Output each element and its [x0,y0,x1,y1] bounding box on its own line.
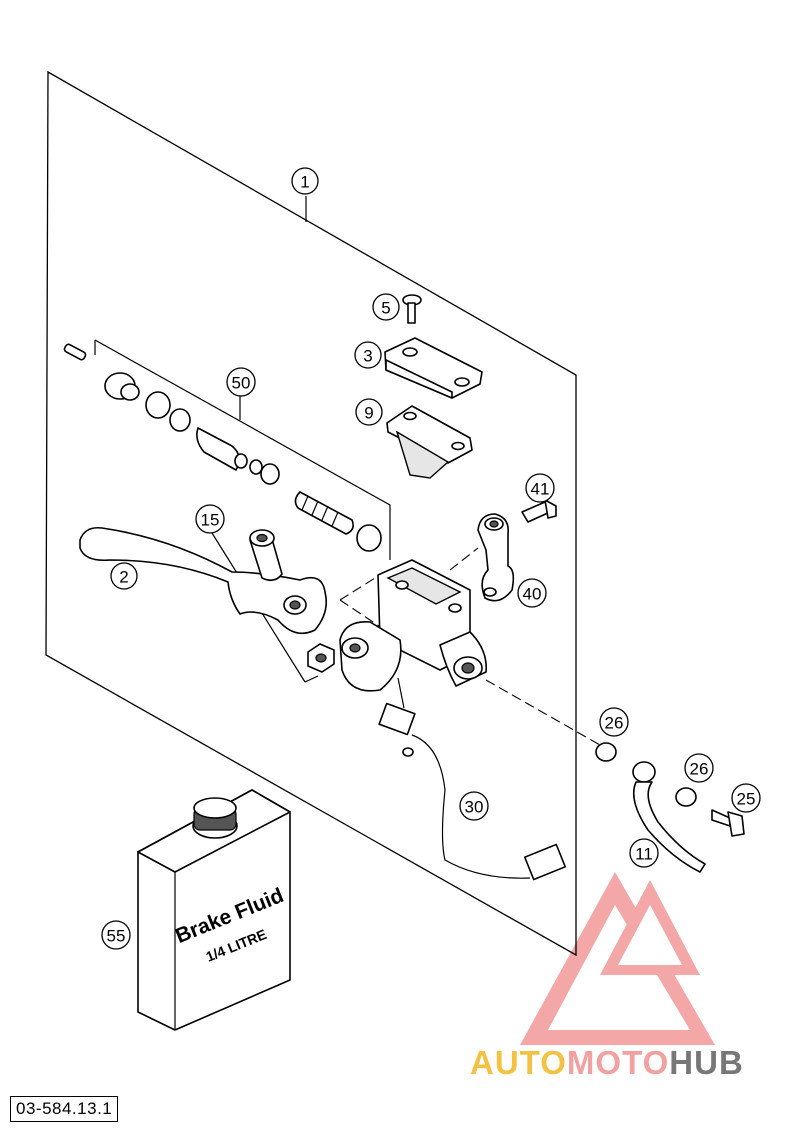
piston-kit-part-50 [63,343,382,552]
screw-part-5 [402,294,422,324]
callout-1: 1 [291,167,319,195]
washer-part-26-a [595,742,617,762]
callout-41: 41 [525,473,555,503]
callout-25: 25 [731,783,761,813]
callout-26-b: 26 [684,753,714,783]
svg-text:9: 9 [364,404,373,423]
svg-text:30: 30 [465,798,484,817]
callout-55: 55 [101,920,131,950]
pivot-bushing-part-15 [249,529,283,582]
watermark-part-hub: HUB [669,1044,744,1081]
brake-switch-part-30 [378,677,567,881]
washer-part-26-b [675,787,697,807]
callout-26-a: 26 [599,707,629,737]
bolt-part-41 [521,499,557,523]
svg-text:41: 41 [531,480,550,499]
brake-lever-part-2 [79,526,328,635]
svg-text:15: 15 [201,511,220,530]
svg-text:50: 50 [232,374,251,393]
master-cylinder-body [339,559,487,692]
watermark-logo [520,872,715,1045]
callout-30: 30 [459,791,489,821]
svg-text:2: 2 [119,568,128,587]
brake-fluid-bottle-part-55 [137,789,291,1031]
svg-text:40: 40 [523,585,542,604]
callout-5: 5 [372,293,400,321]
watermark-part-auto: AUTO [470,1044,567,1081]
watermark-part-moto: MOTO [566,1044,670,1081]
svg-text:26: 26 [690,760,709,779]
reservoir-cover-part-3 [384,337,483,399]
callout-15: 15 [195,504,225,534]
svg-text:3: 3 [363,347,372,366]
svg-text:25: 25 [737,790,756,809]
callout-50: 50 [226,367,256,397]
svg-text:1: 1 [300,173,309,192]
leader-lines [211,196,601,746]
banjo-bolt-part-25 [711,809,745,837]
clamp-part-40 [477,513,515,602]
assembly-frame [45,70,577,957]
callout-3: 3 [354,341,382,369]
svg-text:11: 11 [635,845,653,864]
kit-50-frame [94,339,391,560]
diaphragm-part-9 [386,405,473,479]
callout-9: 9 [355,398,383,426]
callout-40: 40 [517,578,547,608]
lever-nut [307,643,335,673]
svg-text:5: 5 [381,299,390,318]
watermark-wordmark: AUTOMOTOHUB [470,1044,744,1082]
svg-text:26: 26 [605,714,624,733]
brake-hose-part-11 [632,761,706,873]
diagram-reference-code: 03-584.13.1 [10,1096,119,1122]
svg-text:55: 55 [107,927,126,946]
callout-2: 2 [110,562,138,590]
callout-11: 11 [629,838,659,868]
